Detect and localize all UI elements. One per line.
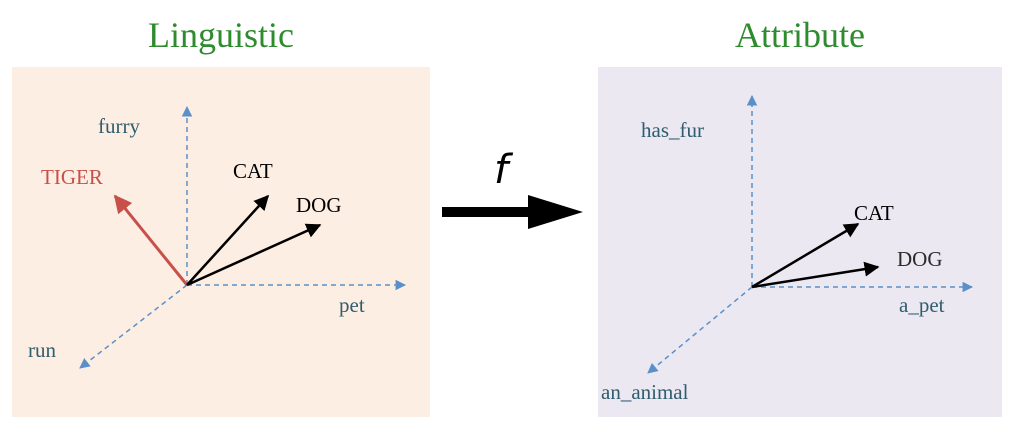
tiger-vector <box>113 194 189 286</box>
left-cat-vector <box>186 194 270 286</box>
linguistic-axes <box>79 105 407 369</box>
tiger-label: TIGER <box>41 165 103 189</box>
right-axis-label-a-pet: a_pet <box>899 293 945 317</box>
linguistic-title: Linguistic <box>148 15 294 55</box>
left-dog-label: DOG <box>296 193 342 217</box>
right-cat-vector <box>751 222 860 289</box>
right-dog-vector <box>751 261 880 289</box>
right-axis-label-has-fur: has_fur <box>641 118 704 142</box>
left-axis-label-pet: pet <box>339 293 365 317</box>
mapping-function-label: f <box>494 147 514 193</box>
right-axis-diag <box>647 286 753 374</box>
left-axis-label-furry: furry <box>98 114 140 138</box>
left-dog-vector <box>186 223 322 287</box>
left-cat-label: CAT <box>233 159 273 183</box>
right-cat-label: CAT <box>854 201 894 225</box>
attribute-axes <box>647 94 974 374</box>
right-axis-label-an-animal: an_animal <box>601 380 689 404</box>
attribute-title: Attribute <box>735 15 865 55</box>
mapping-arrow <box>442 195 583 229</box>
right-dog-label: DOG <box>897 247 943 271</box>
left-axis-diag <box>79 284 188 369</box>
left-axis-label-run: run <box>28 338 56 362</box>
